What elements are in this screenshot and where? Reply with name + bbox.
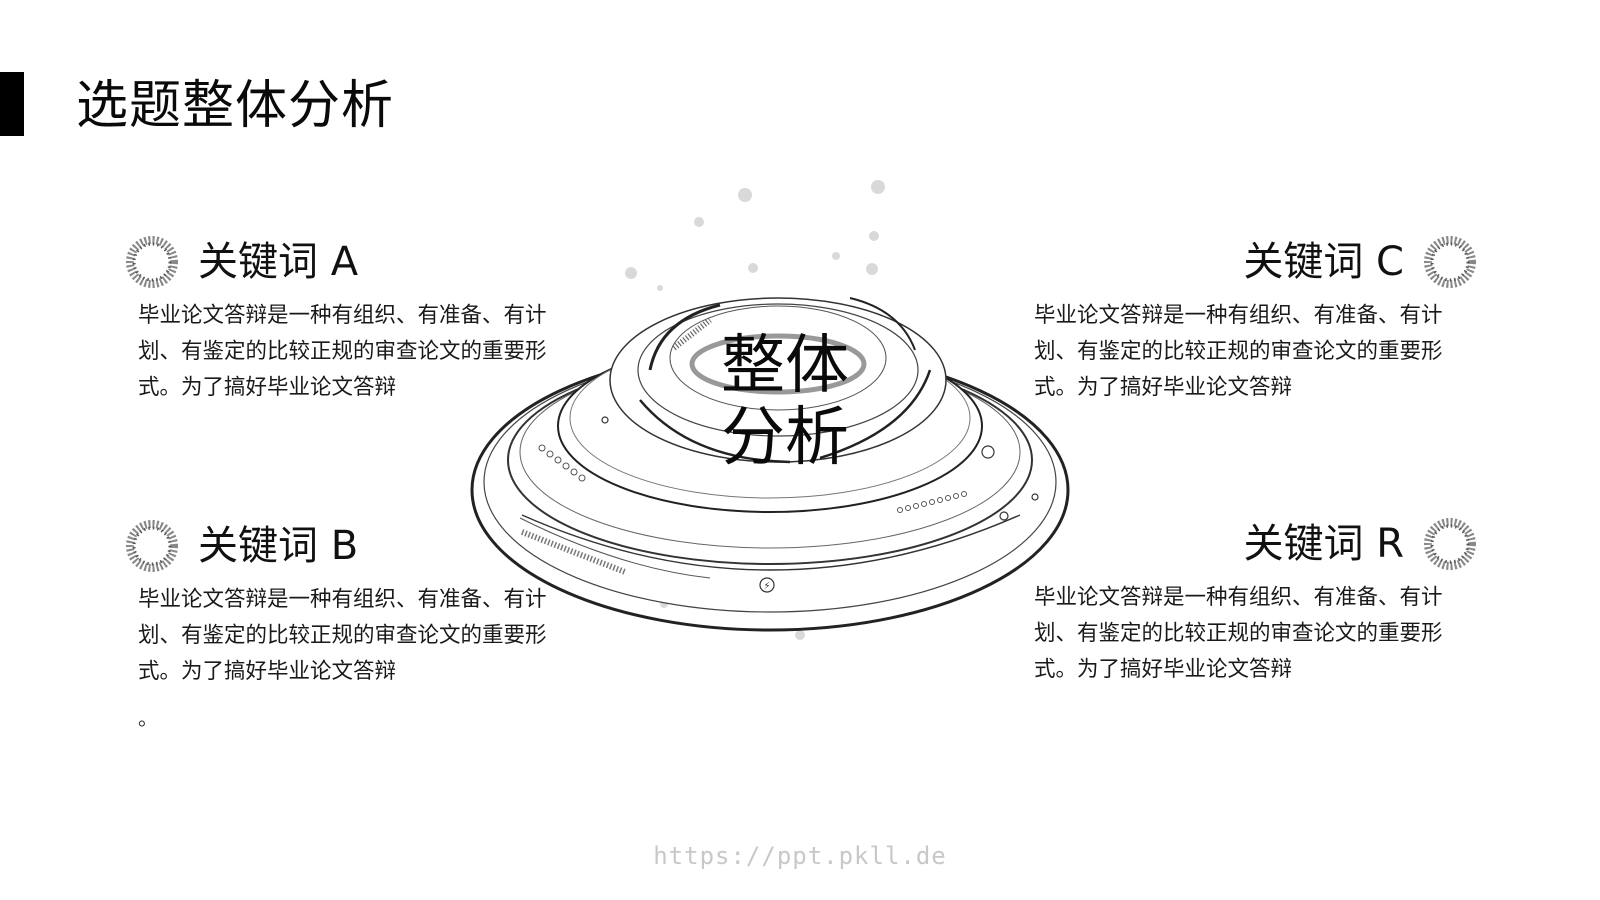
watermark-url: https://ppt.pkll.de [653, 842, 947, 870]
gear-ring-icon [1424, 518, 1476, 570]
center-heading-line1: 整体 [721, 329, 849, 403]
keyword-header-b: 关键词 B [124, 516, 358, 576]
keyword-header-a: 关键词 A [124, 232, 358, 292]
gear-ring-icon [126, 520, 178, 572]
keyword-body-c: 毕业论文答辩是一种有组织、有准备、有计划、有鉴定的比较正规的审查论文的重要形式。… [1034, 303, 1443, 400]
keyword-title-a: 关键词 A [198, 239, 359, 285]
keyword-body-a: 毕业论文答辩是一种有组织、有准备、有计划、有鉴定的比较正规的审查论文的重要形式。… [138, 303, 547, 400]
gear-ring-icon [1424, 236, 1476, 288]
keyword-title-b: 关键词 B [198, 523, 359, 569]
keyword-title-c: 关键词 C [1243, 239, 1404, 285]
keyword-title-r: 关键词 R [1243, 521, 1404, 567]
center-heading: 整体 分析 [690, 330, 880, 474]
gear-ring-icon [126, 236, 178, 288]
page-title: 选题整体分析 [76, 76, 395, 136]
title-accent-bar [0, 72, 24, 136]
keyword-header-r: 关键词 R [1243, 514, 1478, 574]
keyword-body-b: 毕业论文答辩是一种有组织、有准备、有计划、有鉴定的比较正规的审查论文的重要形式。… [138, 587, 547, 684]
center-heading-line2: 分析 [721, 401, 849, 475]
keyword-body-r: 毕业论文答辩是一种有组织、有准备、有计划、有鉴定的比较正规的审查论文的重要形式。… [1034, 585, 1443, 682]
svg-text:⚡: ⚡ [763, 581, 770, 592]
layered-disc-illustration: ⚡ [470, 180, 1070, 640]
keyword-body-b-trailing: 。 [138, 706, 158, 730]
keyword-header-c: 关键词 C [1243, 232, 1478, 292]
